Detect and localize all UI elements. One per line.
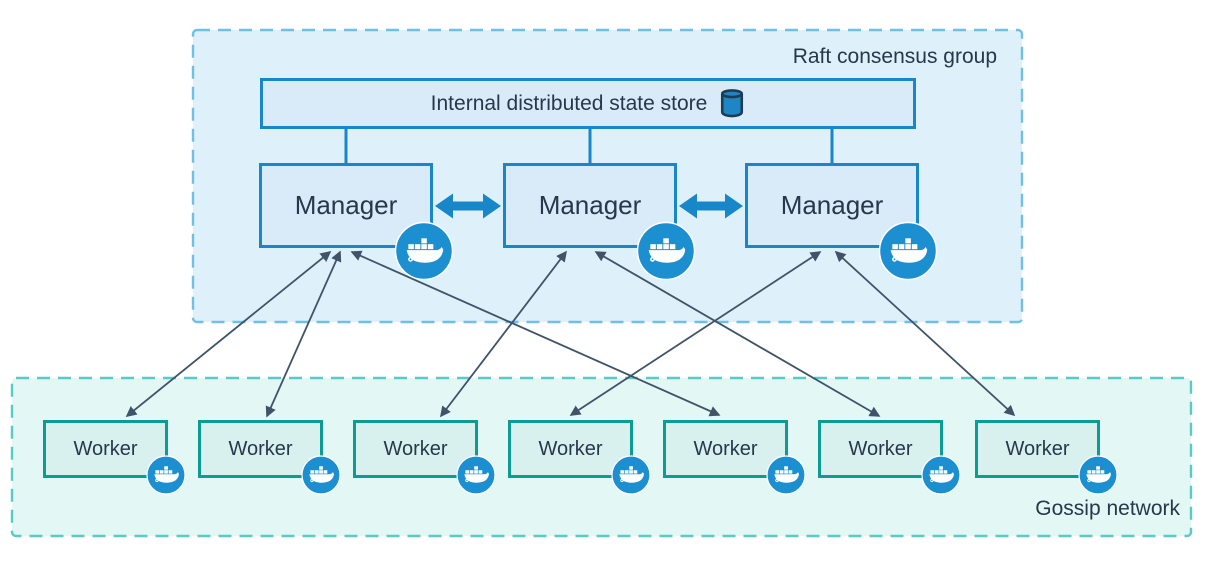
manager-box-3: Manager (745, 163, 919, 248)
manager-worker-arrow (265, 250, 342, 418)
worker-box-4: Worker (508, 420, 633, 478)
manager-label: Manager (780, 190, 884, 220)
worker-box-3: Worker (353, 420, 478, 478)
store-manager-connector (344, 126, 834, 166)
worker-box-6: Worker (818, 420, 943, 478)
worker-label: Worker (538, 437, 603, 460)
worker-label: Worker (1005, 437, 1070, 460)
worker-label: Worker (73, 437, 138, 460)
manager-label: Manager (294, 190, 398, 220)
database-cylinder-icon (721, 89, 744, 118)
manager-worker-arrow (834, 250, 1016, 417)
manager-box-1: Manager (259, 163, 433, 248)
worker-label: Worker (693, 437, 758, 460)
worker-label: Worker (228, 437, 293, 460)
worker-box-7: Worker (975, 420, 1100, 478)
manager-peer-arrow (435, 193, 501, 219)
worker-box-5: Worker (663, 420, 788, 478)
manager-worker-arrow (440, 250, 567, 418)
manager-worker-arrow (350, 250, 721, 417)
gossip-group-label: Gossip network (1035, 497, 1180, 520)
manager-box-2: Manager (503, 163, 677, 248)
manager-worker-arrow (125, 250, 332, 418)
manager-worker-arrow (569, 251, 822, 416)
worker-box-1: Worker (43, 420, 168, 478)
worker-label: Worker (383, 437, 448, 460)
worker-box-2: Worker (198, 420, 323, 478)
manager-label: Manager (538, 190, 642, 220)
manager-peer-arrow (679, 193, 743, 219)
raft-group-label: Raft consensus group (792, 45, 997, 68)
worker-label: Worker (848, 437, 913, 460)
manager-worker-arrow (594, 251, 881, 417)
state-store-label: Internal distributed state store (430, 91, 708, 115)
state-store-box: Internal distributed state store (260, 78, 916, 129)
